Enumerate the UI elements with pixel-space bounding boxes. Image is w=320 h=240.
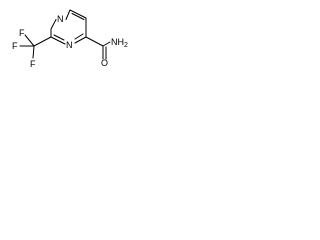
bond-c6-carbonyl	[85, 36, 104, 47]
bond-carbonyl-nitrogen	[102, 41, 111, 47]
bond-c2-n3	[50, 19, 57, 30]
fluorine-bottom-label: F	[30, 59, 36, 69]
bond-c4-c5-inner	[71, 13, 85, 20]
bond-c-f-top	[24, 34, 35, 47]
bond-c4-c5	[69, 9, 87, 19]
ring-nitrogen-top-label: N	[57, 14, 64, 24]
bond-c6-n1	[74, 36, 87, 44]
ring-nitrogen-bottom-label: N	[66, 40, 73, 50]
fluorine-left-label: F	[12, 41, 18, 51]
bond-n3-c4	[65, 9, 71, 20]
amide-subscript-2: 2	[124, 42, 128, 49]
amide-nh-text: NH	[111, 37, 124, 47]
trifluoromethyl-group	[19, 34, 52, 59]
bond-c2-n1-inner	[53, 34, 65, 41]
bond-c-f-bottom	[32, 45, 35, 59]
amide-nitrogen-label: NH2	[111, 37, 128, 49]
carboxamide-group	[85, 36, 111, 60]
bond-c2-cf3	[33, 36, 52, 47]
fluorine-top-label: F	[19, 28, 25, 38]
bond-c6-n1-inner	[74, 33, 84, 40]
amide-oxygen-label: O	[101, 58, 108, 68]
bond-n1-c2	[50, 36, 66, 45]
2-trifluoromethylpyrimidine-4-carboxamide-structure: N N F F F O NH2	[12, 9, 128, 69]
pyrimidine-ring	[50, 9, 87, 45]
